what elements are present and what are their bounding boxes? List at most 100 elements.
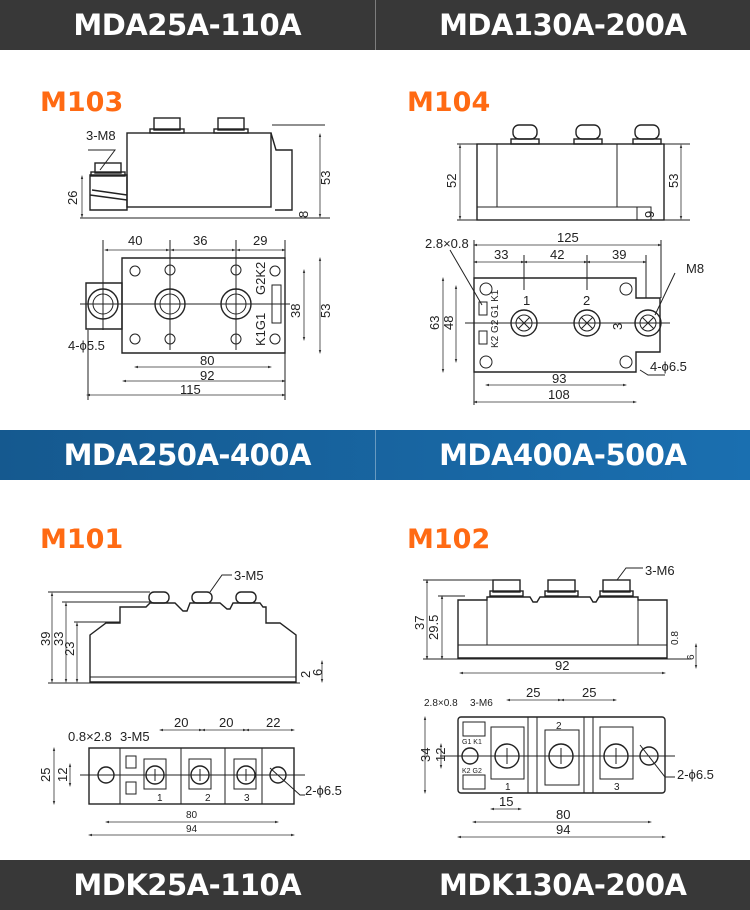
dimension-label: 25 bbox=[526, 685, 540, 700]
nut-icon bbox=[633, 125, 661, 144]
hole-spec-label: 2-ϕ6.5 bbox=[305, 783, 342, 798]
package-title: M103 bbox=[40, 87, 123, 118]
nut-icon bbox=[192, 592, 212, 603]
hole-spec-label: 4-ϕ5.5 bbox=[68, 338, 105, 353]
dimension-label: 29.5 bbox=[426, 615, 441, 640]
side-view: 52 53 9 bbox=[444, 125, 690, 220]
dimension-label: 23 bbox=[62, 642, 77, 656]
nut-icon bbox=[490, 580, 523, 596]
dimension-label: 94 bbox=[186, 824, 198, 835]
dimension-label: 26 bbox=[65, 191, 80, 205]
terminal-number: 2 bbox=[556, 721, 562, 732]
terminal-number: 2 bbox=[583, 293, 590, 308]
dimension-label: 15 bbox=[499, 794, 513, 809]
dimension-label: 33 bbox=[494, 247, 508, 262]
dimension-label: 40 bbox=[128, 233, 142, 248]
dimension-label: 80 bbox=[556, 807, 570, 822]
dimension-label: 6 bbox=[310, 669, 325, 676]
dimension-label: 125 bbox=[557, 230, 579, 245]
dimension-label: 37 bbox=[412, 616, 427, 630]
nut-icon bbox=[545, 580, 578, 596]
dimension-label: 80 bbox=[186, 810, 198, 821]
terminal-screw-icon bbox=[189, 759, 211, 789]
tab-size-label: 0.8×2.8 bbox=[68, 729, 112, 744]
m103-drawing: M103 3-M8 26 53 8 bbox=[40, 87, 333, 400]
gate-label: G2K2 bbox=[253, 262, 268, 295]
nut-icon bbox=[150, 118, 184, 133]
dimension-label: 9 bbox=[642, 211, 657, 218]
nut-icon bbox=[574, 125, 602, 144]
terminal-number: 1 bbox=[523, 293, 530, 308]
dimension-label: 94 bbox=[556, 822, 570, 837]
dimension-label: 38 bbox=[288, 304, 303, 318]
m104-drawing: M104 52 53 9 bbox=[407, 87, 704, 405]
dimension-label: 34 bbox=[418, 748, 433, 762]
terminal-number: 2 bbox=[205, 793, 211, 804]
terminal-thread-label: M8 bbox=[686, 261, 704, 276]
package-title: M101 bbox=[40, 524, 123, 555]
gate-label: K1G1 bbox=[253, 313, 268, 346]
terminal-number: 3 bbox=[610, 323, 625, 330]
dimension-label: 52 bbox=[444, 174, 459, 188]
dimension-label: 93 bbox=[552, 371, 566, 386]
terminal-screw-icon bbox=[234, 759, 256, 789]
dimension-label: 48 bbox=[441, 316, 456, 330]
top-view: 2.8×0.8 3-M6 25 25 34 12 15 80 94 2-ϕ6.5… bbox=[418, 685, 714, 837]
dimension-label: 63 bbox=[427, 316, 442, 330]
dimension-label: 20 bbox=[174, 715, 188, 730]
dimension-label: 53 bbox=[666, 174, 681, 188]
dimension-label: 8 bbox=[296, 211, 311, 218]
terminal-thread-label: 3-M6 bbox=[470, 698, 493, 709]
dimension-label: 25 bbox=[582, 685, 596, 700]
terminal-number: 3 bbox=[614, 782, 620, 793]
nut-icon bbox=[236, 592, 256, 603]
dimension-label: 53 bbox=[318, 171, 333, 185]
terminal-number: 3 bbox=[244, 793, 250, 804]
tab-size-label: 2.8×0.8 bbox=[424, 698, 458, 709]
gate-label: K2 G2 bbox=[490, 319, 501, 348]
package-title: M102 bbox=[407, 524, 490, 555]
nut-icon bbox=[511, 125, 539, 144]
terminal-number: 1 bbox=[157, 793, 163, 804]
hole-spec-label: 4-ϕ6.5 bbox=[650, 359, 687, 374]
nut-icon bbox=[149, 592, 169, 603]
top-view: 2.8×0.8 125 33 42 39 M8 63 48 4-ϕ6.5 93 … bbox=[425, 230, 704, 405]
dimension-label: 36 bbox=[193, 233, 207, 248]
dimension-label: 42 bbox=[550, 247, 564, 262]
side-view: 3-M8 26 53 8 bbox=[65, 118, 333, 218]
hole-spec-label: 2-ϕ6.5 bbox=[677, 767, 714, 782]
dimension-label: 20 bbox=[219, 715, 233, 730]
terminal-thread-label: 3-M8 bbox=[86, 128, 116, 143]
nut-icon bbox=[214, 118, 248, 133]
dimension-label: 12 bbox=[55, 768, 70, 782]
terminal-thread-label: 3-M5 bbox=[234, 568, 264, 583]
gate-label: K2 G2 bbox=[462, 768, 482, 775]
dimension-label: 92 bbox=[555, 658, 569, 673]
top-view: 40 36 29 4-ϕ5.5 80 92 115 38 53 G2K2 K1G… bbox=[68, 233, 333, 400]
m102-drawing: M102 3-M6 37 29.5 92 0.8 6 bbox=[407, 524, 714, 837]
dimension-label: 12 bbox=[433, 748, 448, 762]
terminal-screw-icon bbox=[144, 759, 166, 789]
dimension-label: 108 bbox=[548, 387, 570, 402]
dimension-label: 53 bbox=[318, 304, 333, 318]
nut-icon bbox=[600, 580, 633, 596]
dimension-label: 0.8 bbox=[670, 631, 681, 645]
nut-icon bbox=[91, 163, 125, 176]
dimension-label: 22 bbox=[266, 715, 280, 730]
dimension-label: 25 bbox=[38, 768, 53, 782]
gate-label: G1 K1 bbox=[490, 289, 501, 318]
side-view: 3-M5 39 33 23 2 6 bbox=[38, 568, 325, 683]
m101-drawing: M101 3-M5 39 33 23 2 6 bbox=[38, 524, 342, 835]
package-title: M104 bbox=[407, 87, 490, 118]
tab-size-label: 2.8×0.8 bbox=[425, 236, 469, 251]
side-view: 3-M6 37 29.5 92 0.8 6 bbox=[412, 563, 697, 673]
dimension-label: 39 bbox=[612, 247, 626, 262]
dimension-label: 92 bbox=[200, 368, 214, 383]
terminal-thread-label: 3-M6 bbox=[645, 563, 675, 578]
terminal-thread-label: 3-M5 bbox=[120, 729, 150, 744]
dimension-label: 80 bbox=[200, 353, 214, 368]
dimension-label: 115 bbox=[180, 382, 201, 397]
gate-label: G1 K1 bbox=[462, 739, 482, 746]
dimension-label: 29 bbox=[253, 233, 267, 248]
